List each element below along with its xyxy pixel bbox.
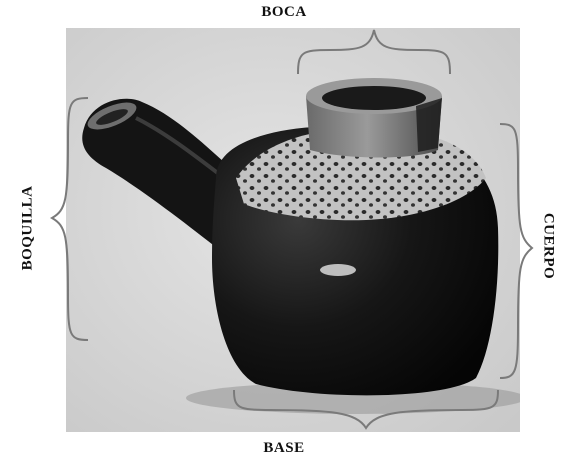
boca-brace — [298, 30, 450, 74]
cuerpo-brace — [500, 124, 532, 378]
boquilla-brace — [52, 98, 88, 340]
label-base: BASE — [0, 440, 568, 457]
label-boca: BOCA — [0, 4, 568, 21]
base-brace — [234, 390, 498, 428]
label-boquilla: BOQUILLA — [20, 186, 37, 271]
label-cuerpo: CUERPO — [540, 213, 557, 279]
